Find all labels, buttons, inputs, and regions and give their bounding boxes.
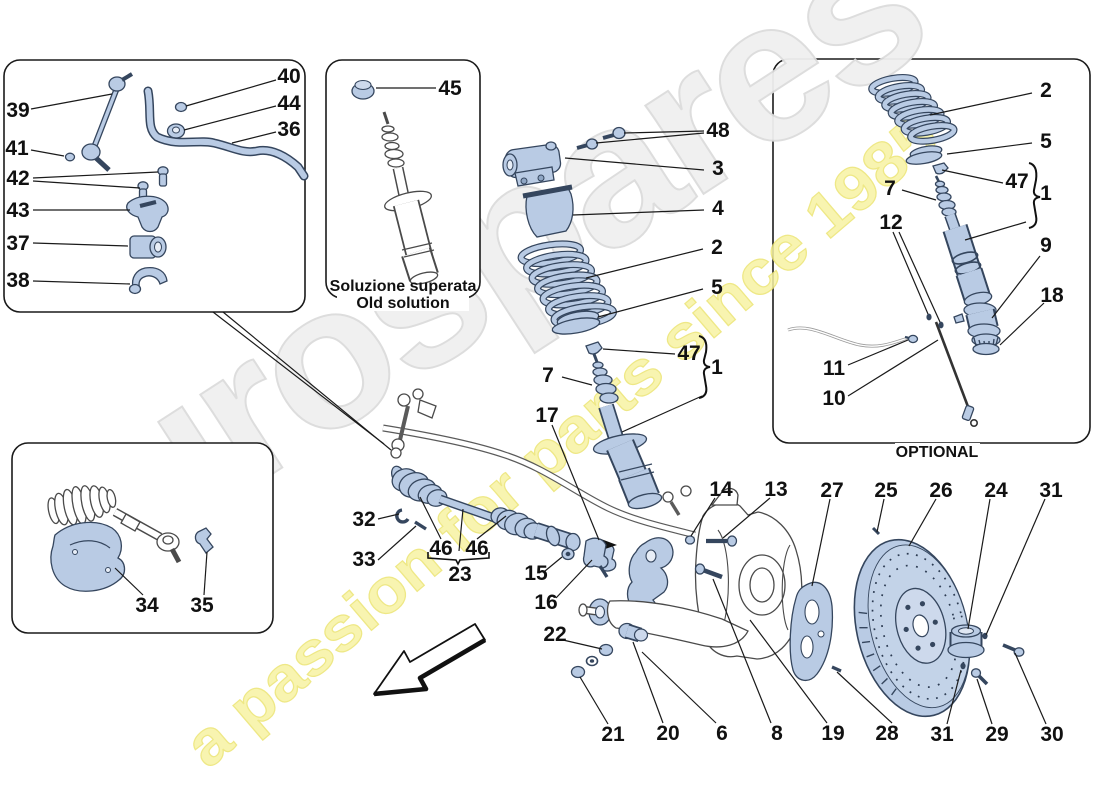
tie-rod-parts [47,485,214,592]
callout-37: 37 [6,232,29,255]
callout-30: 30 [1040,723,1063,746]
callout-13: 13 [764,478,787,501]
callout-26: 26 [929,479,952,502]
callout-opt-10: 10 [822,387,845,410]
callout-23: 23 [448,563,471,586]
callout-34: 34 [135,594,159,617]
callout-35: 35 [190,594,214,617]
callout-46a: 46 [429,537,452,560]
callout-20: 20 [656,722,679,745]
callout-19: 19 [821,722,844,745]
callout-28: 28 [875,722,899,745]
callout-14: 14 [709,478,733,501]
callout-43: 43 [6,199,29,222]
callout-31a: 31 [1039,479,1063,502]
callout-3: 3 [712,157,724,180]
callout-38: 38 [6,269,30,292]
knuckle-and-arm [561,487,834,681]
callout-opt-11: 11 [823,357,846,380]
anti-roll-bar-parts [64,72,309,295]
callout-45: 45 [438,77,462,100]
callout-opt-9: 9 [1040,234,1052,257]
optional-shock-assembly [787,73,1001,427]
callout-7: 7 [542,364,554,387]
old-solution-shock [351,79,439,285]
optional-label: OPTIONAL [896,444,979,461]
callout-opt-5: 5 [1040,130,1052,153]
callout-33: 33 [352,548,375,571]
callout-41: 41 [5,137,29,160]
callout-17: 17 [535,404,558,427]
callout-8: 8 [771,722,783,745]
callout-labels: 39 40 44 36 41 42 43 37 38 45 48 3 4 2 5… [5,65,1064,746]
stabilizer-bar [382,388,696,539]
callout-opt-47: 47 [1005,170,1028,193]
callout-25: 25 [874,479,898,502]
old-solution-label-it: Soluzione superata [330,278,477,295]
brake-disc [853,538,971,718]
callout-15: 15 [524,562,548,585]
hub-nut-and-bolts [831,526,1025,686]
callout-27: 27 [820,479,843,502]
anti-roll-bar-box [3,59,306,313]
callout-22: 22 [543,623,566,646]
leader-lines [30,79,1047,725]
optional-label-underlay [895,443,980,459]
driveshaft [391,465,581,566]
callout-42: 42 [6,167,29,190]
callout-29: 29 [985,723,1008,746]
callout-1: 1 [711,356,723,379]
center-shock-assembly [502,126,663,572]
callout-48: 48 [706,119,730,142]
callout-opt-2: 2 [1040,79,1052,102]
callout-opt-7: 7 [884,177,896,200]
callout-47: 47 [677,342,700,365]
callout-46b: 46 [465,537,488,560]
callout-44: 44 [277,92,301,115]
callout-36: 36 [277,118,300,141]
callout-39: 39 [6,99,29,122]
callout-5: 5 [711,276,723,299]
callout-32: 32 [352,508,375,531]
callout-4: 4 [712,197,724,220]
callout-40: 40 [277,65,300,88]
callout-21: 21 [601,723,625,746]
callout-opt-1: 1 [1040,182,1052,205]
callout-24: 24 [984,479,1008,502]
callout-31b: 31 [930,723,954,746]
callout-2: 2 [711,236,723,259]
old-solution-label-en: Old solution [356,295,449,312]
callout-16: 16 [534,591,557,614]
callout-opt-18: 18 [1040,284,1064,307]
callout-opt-12: 12 [879,211,902,234]
direction-arrow [373,623,487,697]
label-underlay [337,295,469,311]
callout-6: 6 [716,722,728,745]
group-braces [698,162,1041,399]
